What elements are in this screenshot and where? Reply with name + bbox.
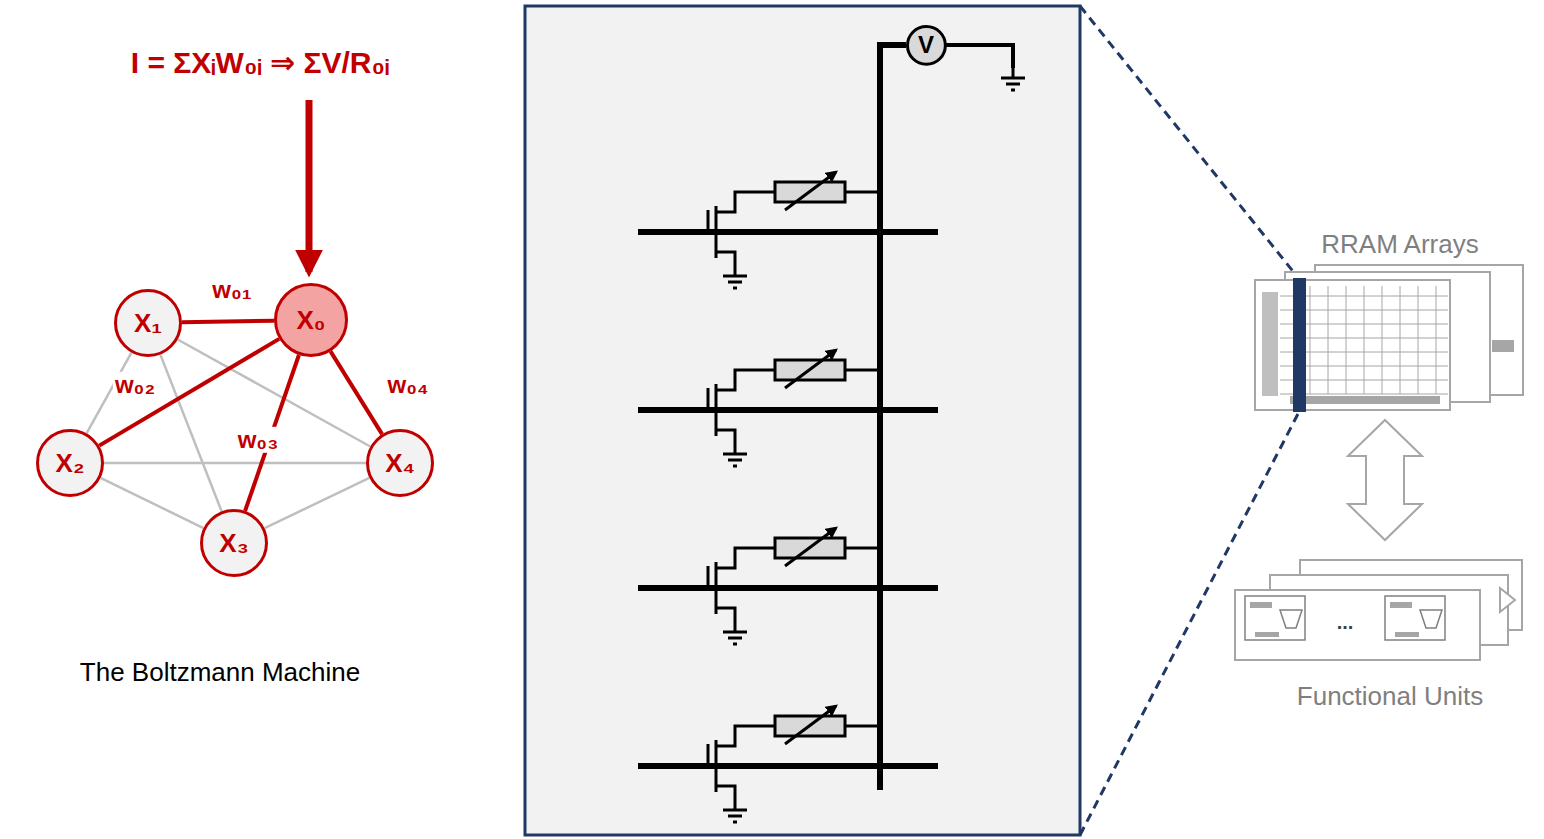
wire [638,229,938,235]
variable-arrow [785,528,836,566]
wire [723,453,747,456]
wire [716,786,735,800]
wire [716,726,775,746]
node-label: X₀ [296,307,325,333]
neuron-circle: X₃ [200,509,268,577]
wire [733,287,737,290]
node-label: X₄ [385,450,415,476]
wire [880,45,906,790]
component-label: Functional Units [1297,682,1483,711]
wire [733,465,737,468]
wire [707,566,710,588]
wire [946,45,1013,68]
wire [716,608,735,622]
rram-arrays [1255,265,1523,412]
wire [715,206,718,258]
wire [723,631,747,634]
wire [715,740,718,792]
connection-line [104,462,366,465]
wire [728,637,742,640]
variable-arrow [785,350,836,388]
wire [715,384,718,436]
wire [723,275,747,278]
neuron-circle: X₁ [114,289,182,357]
neuron-circle: X₂ [36,429,104,497]
wire [1006,83,1020,86]
wire [845,191,880,194]
circuit-panel [525,6,1080,835]
data-transfer-arrow [1348,420,1422,540]
variable-arrow [785,706,836,744]
node-label: X₃ [219,530,248,556]
wire [638,585,938,591]
weight-connection [182,321,274,323]
functional-units [1235,560,1522,660]
wire [716,548,775,568]
wire [733,821,737,824]
wire [707,388,710,410]
wire [723,809,747,812]
wire [716,370,775,390]
figure-caption: The Boltzmann Machine [80,658,360,687]
ellipsis-label: ... [1337,611,1354,633]
variable-arrow [785,172,836,210]
neuron-circle: X₀ [274,283,348,357]
connection-line [265,478,370,528]
wire [845,725,880,728]
weight-label: w₀₁ [210,277,253,303]
wire [845,369,880,372]
input-arrow [306,100,313,272]
connection-line [101,478,204,528]
wire [733,643,737,646]
weight-connection [331,351,382,434]
wire [638,407,938,413]
wire [1001,77,1025,80]
wire [728,815,742,818]
wire [638,763,938,769]
voltmeter-symbol: V [906,25,947,66]
wire [715,562,718,614]
wire [716,430,735,444]
node-label: X₁ [134,310,162,336]
weight-label: w₀₂ [113,372,157,398]
wire [845,547,880,550]
weight-label: w₀₃ [236,427,281,453]
wire [716,252,735,266]
component-label: RRAM Arrays [1321,230,1478,259]
wire [707,744,710,766]
node-label: V [918,33,934,57]
wire [1011,89,1015,92]
neuron-circle: X₄ [366,429,434,497]
wire [728,281,742,284]
wire [707,210,710,232]
node-label: X₂ [56,450,85,476]
weight-label: w₀₄ [386,372,431,398]
formula-label: I = ΣXᵢW₀ᵢ ⇒ ΣV/R₀ᵢ [131,46,389,79]
zoom-line [1080,6,1300,280]
wire [728,459,742,462]
crossbar-column [638,45,1025,822]
wire [716,192,775,212]
